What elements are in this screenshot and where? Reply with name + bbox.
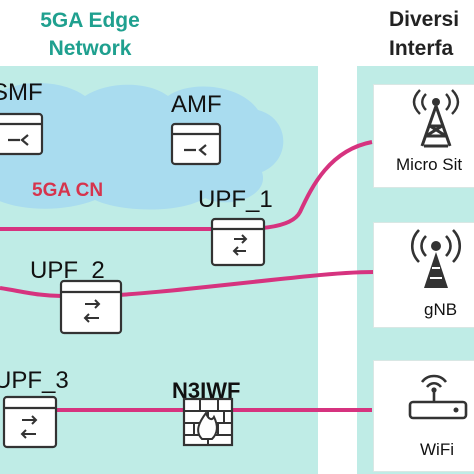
gnb-label: gNB	[424, 300, 458, 319]
amf-label: AMF	[171, 91, 222, 118]
firewall-icon	[182, 397, 234, 447]
amf-terminal-icon	[170, 122, 222, 166]
micro-site-label: Micro Sit	[396, 155, 463, 174]
wifi-router-icon	[408, 374, 468, 420]
link-upf2-gnb	[0, 270, 375, 298]
smf-label: SMF	[0, 79, 43, 106]
upf1-switch-icon	[210, 217, 266, 267]
gnb-tower-icon	[410, 229, 462, 288]
upf2-label: UPF_2	[30, 257, 105, 284]
edge-network-title-line1: 5GA Edge	[40, 9, 140, 32]
wifi-label: WiFi	[420, 440, 454, 459]
core-network-label: 5GA CN	[32, 180, 104, 201]
micro-site-tower-icon	[412, 89, 460, 148]
upf3-label: UPF_3	[0, 367, 69, 394]
interfaces-title-line1: Diversi	[389, 8, 460, 31]
upf1-label: UPF_1	[198, 186, 273, 213]
smf-terminal-icon	[0, 112, 44, 156]
interfaces-title-line2: Interfa	[389, 37, 454, 60]
upf3-switch-icon	[2, 395, 58, 449]
edge-network-title-line2: Network	[48, 37, 132, 60]
upf2-switch-icon	[59, 279, 123, 335]
